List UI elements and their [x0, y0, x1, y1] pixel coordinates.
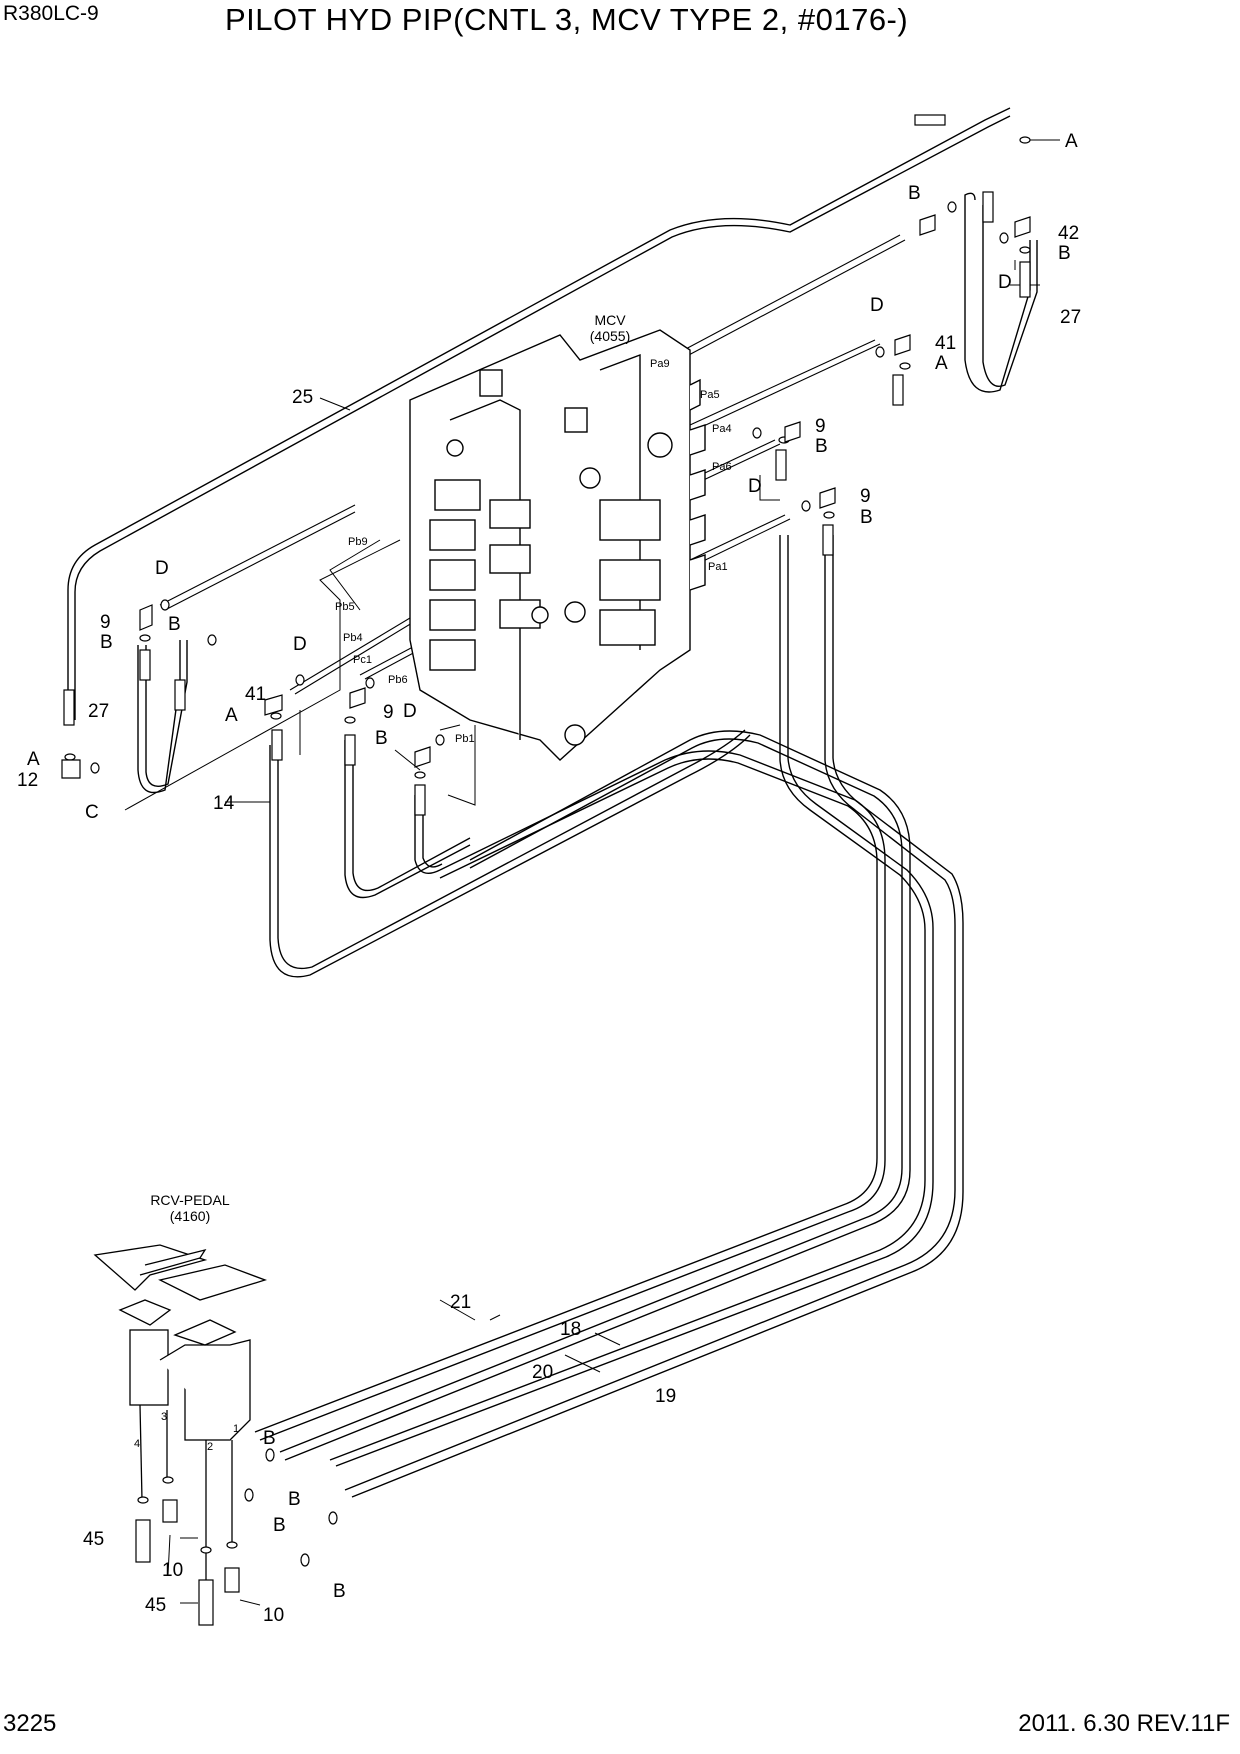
callout-b: B — [1058, 243, 1071, 264]
hose-27-right — [964, 192, 1038, 393]
port-pa6: Pa6 — [712, 461, 732, 473]
callout-b: B — [333, 1581, 346, 1602]
callout-d: D — [403, 701, 417, 722]
callout-d: D — [293, 634, 307, 655]
hose-25 — [67, 107, 1011, 720]
port-pa9: Pa9 — [650, 358, 670, 370]
callout-20: 20 — [532, 1362, 553, 1383]
callout-19: 19 — [655, 1386, 676, 1407]
callout-14: 14 — [213, 793, 235, 814]
callout-10: 10 — [263, 1605, 284, 1626]
hose-short-u — [344, 740, 471, 899]
pedal-port-2: 2 — [207, 1441, 213, 1453]
callout-d: D — [748, 476, 762, 497]
callout-d: D — [870, 295, 884, 316]
callout-b: B — [908, 183, 921, 204]
pedal-fittings — [135, 1476, 240, 1626]
leader-lines — [124, 139, 1060, 1606]
port-pa1: Pa1 — [708, 561, 728, 573]
callout-b: B — [168, 614, 181, 635]
rcv-pedal-assembly — [93, 1244, 268, 1610]
callout-41: 41 — [245, 684, 266, 705]
callout-9: 9 — [383, 702, 394, 723]
pedal-port-3: 3 — [161, 1411, 167, 1423]
callout-27: 27 — [1060, 307, 1081, 328]
port-pb6: Pb6 — [388, 674, 408, 686]
mcv-label: MCV — [594, 312, 626, 328]
callout-b: B — [815, 436, 828, 457]
callout-9: 9 — [815, 416, 826, 437]
pedal-port-4: 4 — [134, 1438, 140, 1450]
port-pc1: Pc1 — [353, 654, 372, 666]
callout-41: 41 — [935, 333, 956, 354]
page-number: 3225 — [3, 1710, 57, 1737]
callout-9: 9 — [100, 612, 111, 633]
page-title: PILOT HYD PIP(CNTL 3, MCV TYPE 2, #0176-… — [225, 2, 909, 37]
callout-d: D — [998, 272, 1012, 293]
callout-b: B — [273, 1515, 286, 1536]
mcv-ref: (4055) — [590, 328, 630, 344]
callout-18: 18 — [560, 1319, 581, 1340]
callout-12: 12 — [17, 770, 38, 791]
mcv-valve-block — [409, 329, 706, 761]
port-pb1: Pb1 — [455, 733, 475, 745]
callout-b: B — [860, 507, 873, 528]
callout-42: 42 — [1058, 223, 1079, 244]
fittings-and-orings — [61, 114, 1031, 1567]
callout-b: B — [375, 728, 388, 749]
port-pa5: Pa5 — [700, 389, 720, 401]
callout-c: C — [85, 802, 99, 823]
rcv-pedal-label: RCV-PEDAL — [150, 1192, 230, 1208]
callout-a: A — [935, 353, 948, 374]
callout-a: A — [1065, 131, 1078, 152]
port-pa4: Pa4 — [712, 423, 732, 435]
hose-27-left — [137, 640, 188, 794]
rcv-pedal-ref: (4160) — [170, 1208, 210, 1224]
model-code: R380LC-9 — [3, 2, 99, 25]
callout-9: 9 — [860, 486, 871, 507]
callout-d: D — [155, 558, 169, 579]
port-pb5: Pb5 — [335, 601, 355, 613]
callout-45: 45 — [145, 1595, 166, 1616]
port-pb9: Pb9 — [348, 536, 368, 548]
hose-14 — [269, 729, 751, 978]
callout-a: A — [225, 705, 238, 726]
callout-45: 45 — [83, 1529, 104, 1550]
port-pb4: Pb4 — [343, 632, 363, 644]
callout-21: 21 — [450, 1292, 471, 1313]
hose-18-21-bundle — [254, 535, 964, 1498]
callout-27: 27 — [88, 701, 109, 722]
callout-25: 25 — [292, 387, 313, 408]
callout-b: B — [100, 632, 113, 653]
callout-a: A — [27, 749, 40, 770]
callout-b: B — [263, 1428, 276, 1449]
callout-10: 10 — [162, 1560, 183, 1581]
date-revision: 2011. 6.30 REV.11F — [1018, 1710, 1230, 1737]
callout-b: B — [288, 1489, 301, 1510]
pedal-port-1: 1 — [233, 1423, 239, 1435]
